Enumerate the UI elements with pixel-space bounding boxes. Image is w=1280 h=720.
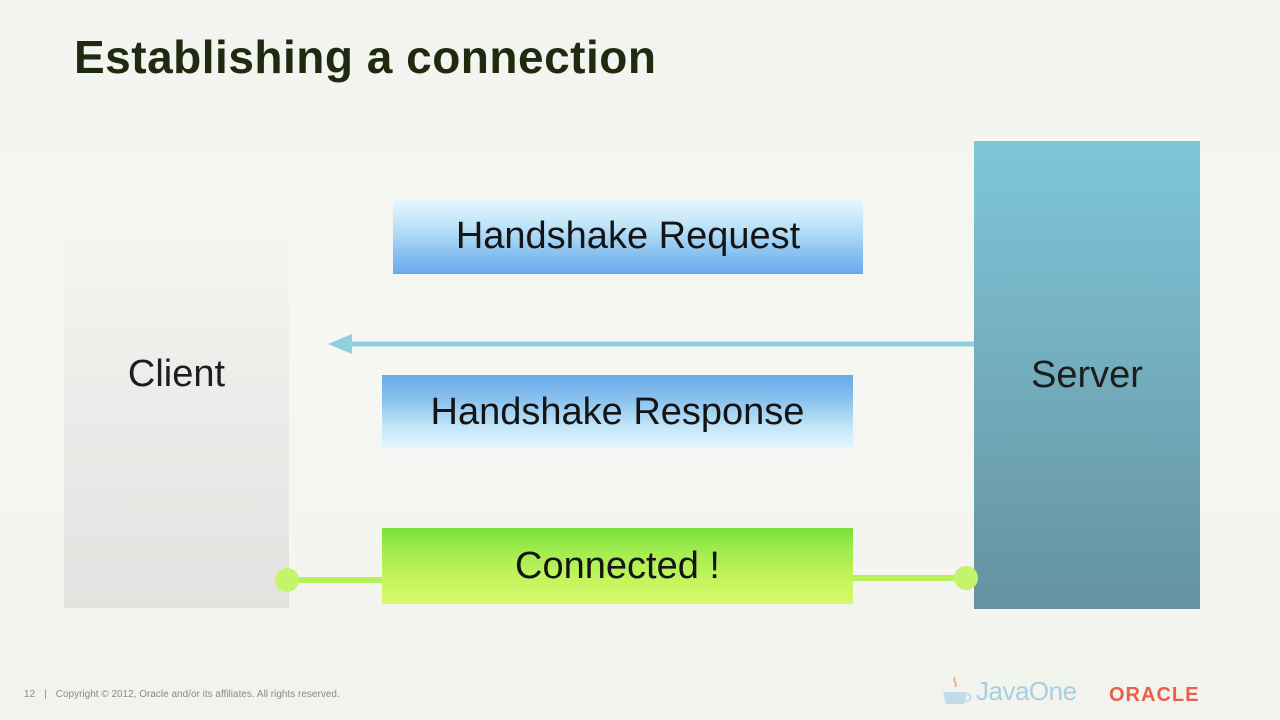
server-label: Server [1031, 354, 1143, 396]
javaone-logo: JavaOne [938, 674, 1077, 708]
handshake-response-box: Handshake Response [382, 375, 853, 450]
copyright-text: Copyright © 2012, Oracle and/or its affi… [55, 689, 340, 700]
footer: 12 | Copyright © 2012, Oracle and/or its a… [24, 689, 340, 700]
javaone-text: JavaOne [976, 675, 1077, 706]
connected-box: Connected ! [382, 528, 853, 604]
server-box: Server [974, 141, 1200, 609]
coffee-cup-icon [943, 676, 972, 704]
page-number: 12 [24, 689, 36, 700]
client-box: Client [64, 230, 289, 608]
client-label: Client [127, 353, 226, 395]
arrowhead-left-icon [328, 334, 352, 354]
handshake-request-label: Handshake Request [455, 215, 801, 257]
oracle-logo: ORACLE [1109, 684, 1200, 706]
handshake-request-box: Handshake Request [393, 199, 863, 274]
footer-separator: | [44, 689, 47, 700]
connected-label: Connected ! [515, 544, 720, 587]
handshake-response-label: Handshake Response [430, 391, 805, 433]
slide-title: Establishing a connection [74, 31, 657, 83]
